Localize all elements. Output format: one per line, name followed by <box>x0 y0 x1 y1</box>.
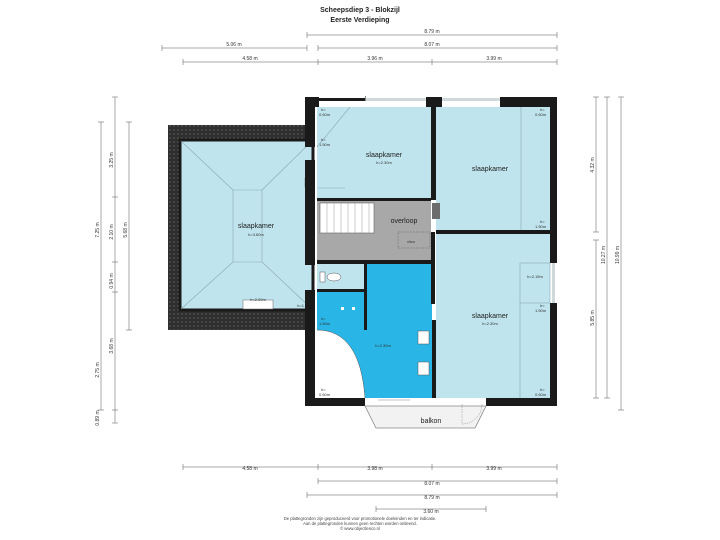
top-right-mark-a: 0.60m <box>535 112 547 117</box>
dim-bottom-seg3: 3.99 m <box>486 466 501 472</box>
top-mid-mark-a-label: h= <box>321 107 326 112</box>
balcony-label: balkon <box>421 418 442 425</box>
right-dimensions <box>593 96 624 411</box>
bath-mark-b: 0.60m <box>319 392 331 397</box>
bathroom-height: h=2.30m <box>375 343 391 348</box>
dim-bottom-overall: 8.79 m <box>424 495 439 501</box>
disclaimer-line-1: De plattegronden zijn geproduceerd voor … <box>284 516 436 521</box>
left-dimensions <box>98 96 132 424</box>
top-dimensions <box>161 32 558 65</box>
copyright-link[interactable]: © www.objectlenco.nl <box>340 526 380 531</box>
dim-bottom-seg2: 3.98 m <box>367 466 382 472</box>
dim-right-d2: 10.27 m <box>601 246 607 264</box>
left-bedroom-label: slaapkamer <box>238 223 275 230</box>
dim-left-d4: 0.94 m <box>109 273 115 288</box>
top-mid-mark-a: 0.60m <box>319 112 331 117</box>
top-right-mark-b-label: h= <box>540 219 545 224</box>
dim-left-d7: 0.89 m <box>95 410 101 425</box>
dim-left-total: 7.25 m <box>95 222 101 237</box>
right-mark-b-label: h= <box>540 303 545 308</box>
bottom-dimensions <box>182 464 558 512</box>
top-right-mark-b: 1.50m <box>535 224 547 229</box>
bathroom <box>316 263 432 399</box>
left-bedroom <box>178 138 315 312</box>
toilet-room <box>317 264 364 290</box>
plan-subtitle: Eerste Verdieping <box>330 17 389 24</box>
dim-left-d1: 3.25 m <box>109 152 115 167</box>
landing-label: overloop <box>391 218 418 225</box>
dim-left-d5: 3.68 m <box>109 338 115 353</box>
top-mid-bedroom-height: h=2.30m <box>376 160 392 165</box>
dim-left-d6: 2.75 m <box>95 362 101 377</box>
dim-bottom-seg1: 4.58 m <box>242 466 257 472</box>
walls <box>305 96 557 406</box>
right-mark-c: 0.60m <box>535 392 547 397</box>
top-mid-mark-b: 1.50m <box>319 142 331 147</box>
right-bedroom <box>436 234 551 398</box>
disclaimer-line-2: Aan de plattegronden kunnen geen rechten… <box>303 521 417 526</box>
top-right-bedroom-label: slaapkamer <box>472 166 509 173</box>
right-bedroom-height: h=2.30m <box>482 321 498 326</box>
plan-title: Scheepsdiep 3 - Blokzijl <box>320 7 400 14</box>
stair-hatch-label: vlizo <box>407 239 416 244</box>
dim-top-inner: 8.07 m <box>424 42 439 48</box>
dim-bottom-inner: 8.07 m <box>424 481 439 487</box>
right-mark-b: 1.50m <box>535 308 547 313</box>
dim-top-seg2: 3.96 m <box>367 56 382 62</box>
top-mid-mark-b-label: h= <box>321 137 326 142</box>
dim-top-left-span: 5.06 m <box>226 42 241 48</box>
top-mid-bedroom <box>316 106 431 199</box>
dim-left-d3: 2.10 m <box>109 224 115 239</box>
dim-bottom-balcony: 3.60 m <box>423 509 438 515</box>
dim-right-d3: 10.99 m <box>615 246 621 264</box>
left-bedroom-height: h=3.60m <box>248 232 264 237</box>
top-right-bedroom <box>436 107 550 230</box>
right-mark-c-label: h= <box>540 387 545 392</box>
landing <box>317 200 440 263</box>
dim-right-d4: 5.85 m <box>590 310 596 325</box>
dim-left-d2: 5.68 m <box>123 222 129 237</box>
dim-right-d1: 4.32 m <box>590 157 596 172</box>
dim-top-seg1: 4.58 m <box>242 56 257 62</box>
left-bedroom-bottom-height: h=2.00m <box>250 297 266 302</box>
right-bedroom-label: slaapkamer <box>472 313 509 320</box>
dim-top-seg3: 3.99 m <box>486 56 501 62</box>
top-right-mark-a-label: h= <box>540 107 545 112</box>
bath-mark-a-label: h= <box>321 316 326 321</box>
bath-mark-b-label: h= <box>321 387 326 392</box>
balcony <box>364 399 487 429</box>
bath-mark-a: 1.50m <box>319 321 331 326</box>
top-mid-bedroom-label: slaapkamer <box>366 152 403 159</box>
dormer-height: h=2.15m <box>527 274 543 279</box>
dim-top-overall: 8.79 m <box>424 29 439 35</box>
